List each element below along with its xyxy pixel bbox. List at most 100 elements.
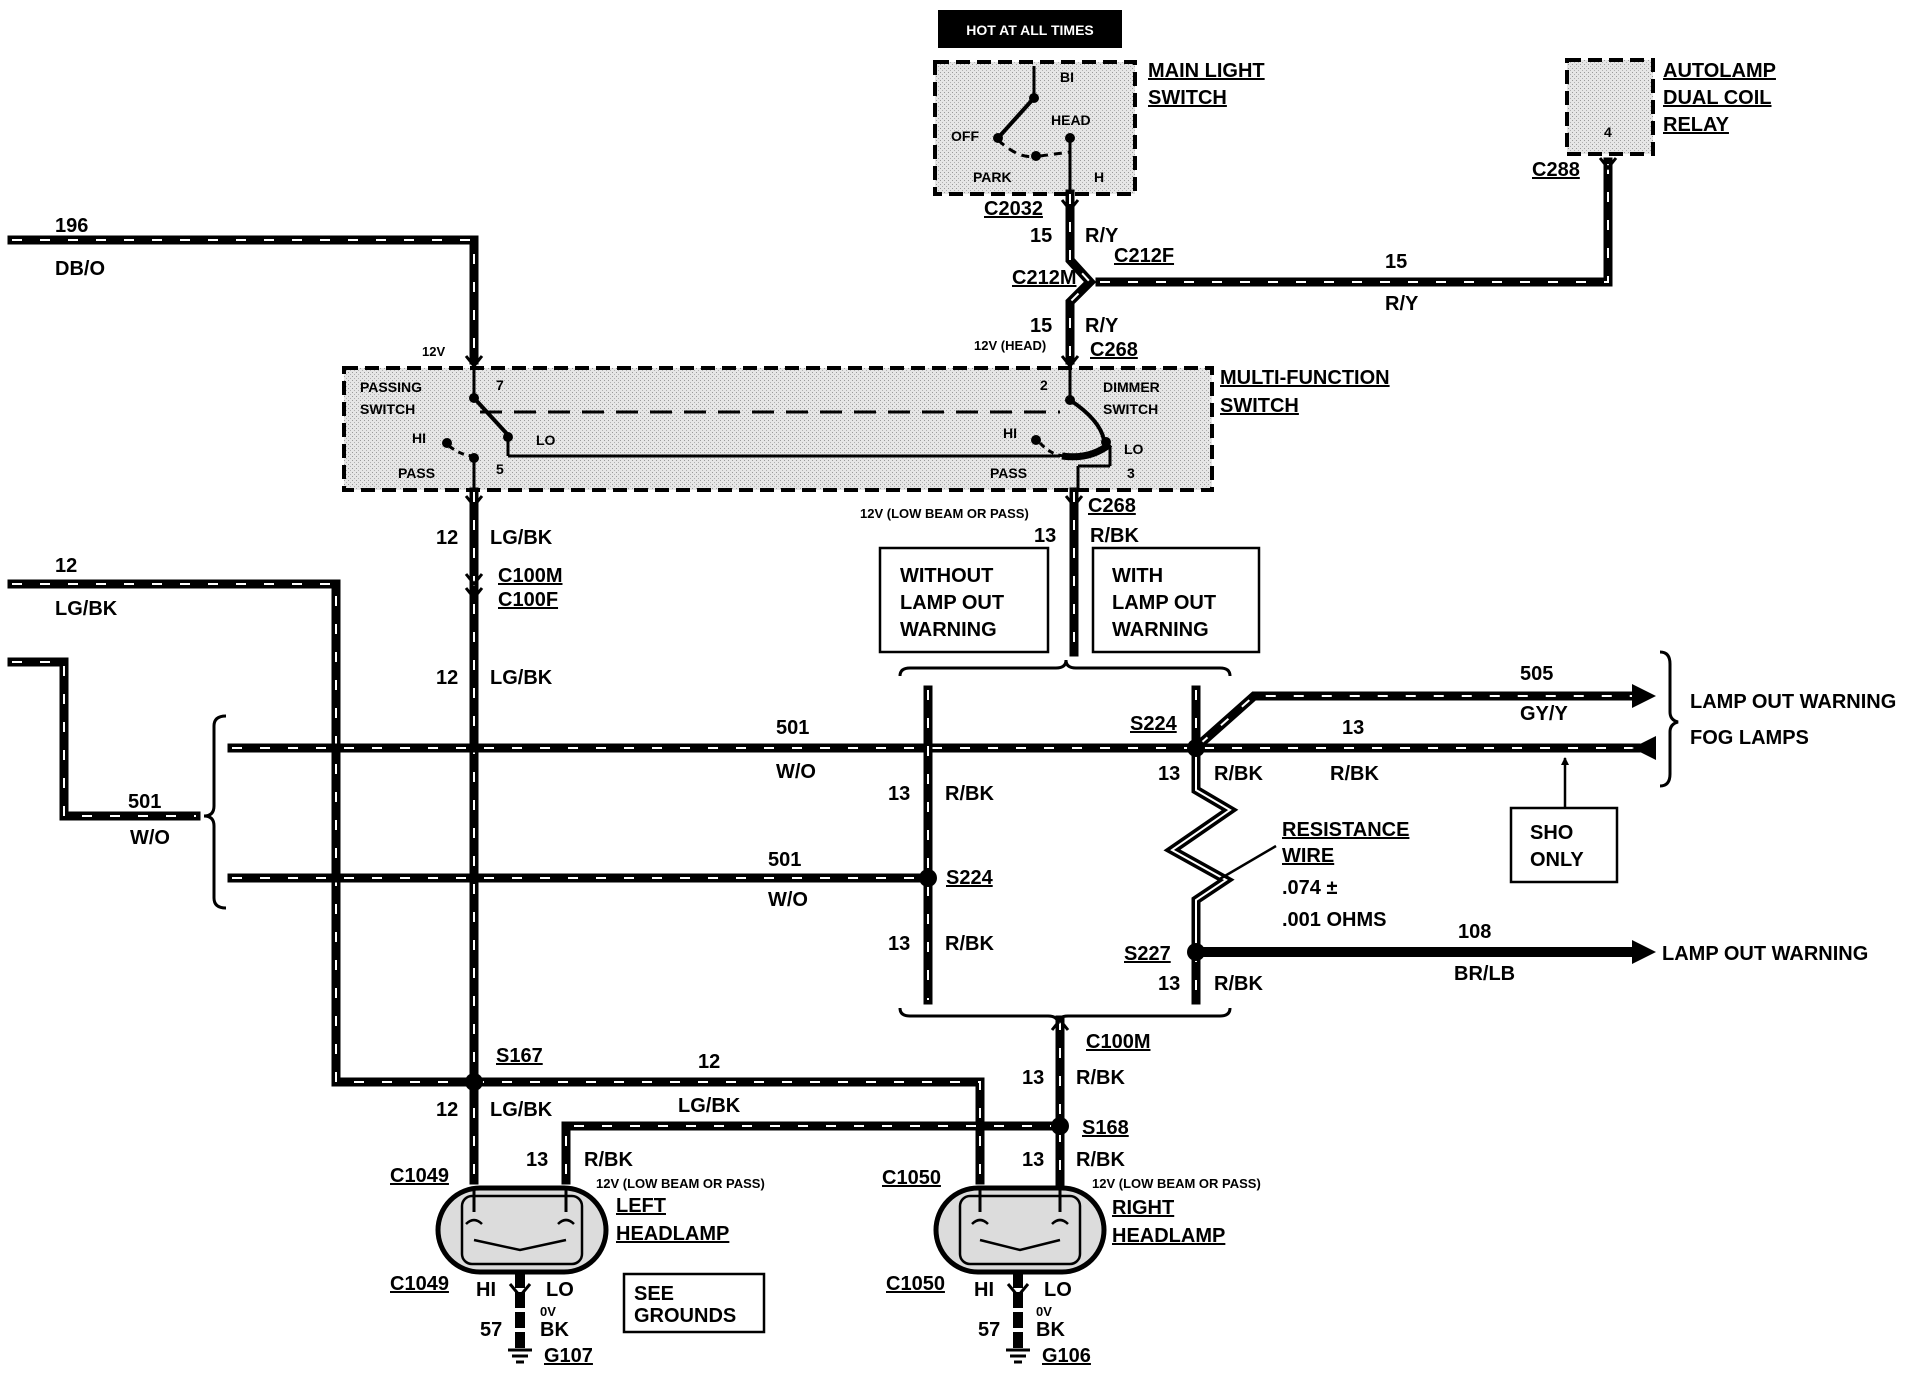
svg-text:DB/O: DB/O bbox=[55, 258, 105, 280]
svg-text:LG/BK: LG/BK bbox=[678, 1095, 741, 1117]
svg-text:LG/BK: LG/BK bbox=[490, 1099, 553, 1121]
svg-text:R/BK: R/BK bbox=[1076, 1149, 1125, 1171]
svg-text:ONLY: ONLY bbox=[1530, 849, 1584, 871]
connector-c1050-top: C1050 bbox=[882, 1167, 941, 1189]
wire-13-fog: 13 R/BK bbox=[1199, 717, 1656, 785]
svg-text:57: 57 bbox=[480, 1319, 502, 1341]
svg-text:BK: BK bbox=[1036, 1319, 1065, 1341]
splice-s224-left: S224 bbox=[946, 867, 994, 889]
destination-lamp-out-warning-1: LAMP OUT WARNING bbox=[1690, 691, 1896, 713]
svg-text:SWITCH: SWITCH bbox=[1148, 87, 1227, 109]
svg-text:505: 505 bbox=[1520, 663, 1553, 685]
svg-text:13: 13 bbox=[526, 1149, 548, 1171]
wire-501-left-stub: 501 W/O bbox=[7, 657, 201, 849]
svg-text:13: 13 bbox=[888, 933, 910, 955]
wire-501-lower: 501 W/O bbox=[227, 849, 933, 911]
svg-text:PASS: PASS bbox=[990, 465, 1027, 481]
svg-text:WARNING: WARNING bbox=[900, 619, 997, 641]
connector-c288: C288 bbox=[1532, 159, 1580, 181]
wire-12-left-feed: 12 LG/BK bbox=[7, 555, 479, 1087]
svg-text:LG/BK: LG/BK bbox=[490, 667, 553, 689]
svg-text:R/BK: R/BK bbox=[1090, 525, 1139, 547]
svg-text:HEADLAMP: HEADLAMP bbox=[1112, 1225, 1225, 1247]
svg-text:BK: BK bbox=[540, 1319, 569, 1341]
svg-text:R/BK: R/BK bbox=[945, 933, 994, 955]
connector-c212f: C212F bbox=[1114, 245, 1174, 267]
svg-text:R/BK: R/BK bbox=[1214, 973, 1263, 995]
svg-text:501: 501 bbox=[768, 849, 801, 871]
svg-text:13: 13 bbox=[1022, 1067, 1044, 1089]
svg-text:12: 12 bbox=[55, 555, 77, 577]
connector-c1049-bottom: C1049 bbox=[390, 1273, 449, 1295]
svg-text:13: 13 bbox=[1342, 717, 1364, 739]
svg-text:HEADLAMP: HEADLAMP bbox=[616, 1223, 729, 1245]
voltage-12v-low-beam-left: 12V (LOW BEAM OR PASS) bbox=[596, 1176, 765, 1191]
svg-text:LO: LO bbox=[1124, 441, 1144, 457]
svg-text:13: 13 bbox=[1022, 1149, 1044, 1171]
svg-text:BI: BI bbox=[1060, 69, 1074, 85]
svg-text:.001 OHMS: .001 OHMS bbox=[1282, 909, 1386, 931]
svg-text:RELAY: RELAY bbox=[1663, 114, 1730, 136]
svg-text:7: 7 bbox=[496, 377, 504, 393]
svg-text:GROUNDS: GROUNDS bbox=[634, 1305, 736, 1327]
svg-text:RIGHT: RIGHT bbox=[1112, 1197, 1174, 1219]
svg-text:LO: LO bbox=[536, 432, 556, 448]
svg-text:HI: HI bbox=[974, 1279, 994, 1301]
connector-marks bbox=[464, 157, 1618, 1031]
svg-text:R/Y: R/Y bbox=[1385, 293, 1419, 315]
wire-13-s168-to-left: 13 R/BK bbox=[526, 1121, 1065, 1185]
left-headlamp: LEFT HEADLAMP HI LO 0V 57 BK G107 bbox=[435, 1185, 729, 1367]
svg-text:13: 13 bbox=[1158, 763, 1180, 785]
svg-text:R/Y: R/Y bbox=[1085, 315, 1119, 337]
splices bbox=[465, 739, 1205, 1135]
voltage-12v-low-beam-mf: 12V (LOW BEAM OR PASS) bbox=[860, 506, 1029, 521]
svg-text:13: 13 bbox=[1034, 525, 1056, 547]
svg-text:SWITCH: SWITCH bbox=[1220, 395, 1299, 417]
wire-13-c100m: 13 R/BK 13 R/BK bbox=[1022, 1015, 1125, 1189]
right-headlamp: RIGHT HEADLAMP HI LO 0V 57 BK G106 bbox=[933, 1185, 1225, 1367]
wire-12-lg-bk-main: 12 LG/BK 12 LG/BK 12 LG/BK bbox=[436, 487, 553, 1185]
svg-text:12: 12 bbox=[436, 1099, 458, 1121]
svg-text:.074 ±: .074 ± bbox=[1282, 877, 1337, 899]
connector-c100f: C100F bbox=[498, 589, 558, 611]
splice-s224-right: S224 bbox=[1130, 713, 1178, 735]
svg-text:AUTOLAMP: AUTOLAMP bbox=[1663, 60, 1776, 82]
wire-13-without-warning: 13 R/BK 13 R/BK bbox=[888, 685, 994, 1005]
connector-c1049-top: C1049 bbox=[390, 1165, 449, 1187]
svg-text:R/Y: R/Y bbox=[1085, 225, 1119, 247]
voltage-12v-head: 12V (HEAD) bbox=[974, 338, 1046, 353]
see-grounds-note: SEE GROUNDS bbox=[622, 1272, 766, 1334]
svg-text:2: 2 bbox=[1040, 377, 1048, 393]
svg-text:SEE: SEE bbox=[634, 1283, 674, 1305]
sho-only-note: SHO ONLY bbox=[1509, 757, 1619, 884]
svg-text:15: 15 bbox=[1385, 251, 1407, 273]
svg-text:3: 3 bbox=[1127, 465, 1135, 481]
connector-c268-bottom: C268 bbox=[1088, 495, 1136, 517]
voltage-12v-passing: 12V bbox=[422, 344, 445, 359]
svg-text:4: 4 bbox=[1604, 124, 1612, 140]
svg-text:RESISTANCE: RESISTANCE bbox=[1282, 819, 1409, 841]
svg-text:WITH: WITH bbox=[1112, 565, 1163, 587]
voltage-12v-low-beam-right: 12V (LOW BEAM OR PASS) bbox=[1092, 1176, 1261, 1191]
svg-text:12: 12 bbox=[436, 527, 458, 549]
svg-text:501: 501 bbox=[776, 717, 809, 739]
svg-text:PARK: PARK bbox=[973, 169, 1012, 185]
svg-text:HI: HI bbox=[412, 430, 426, 446]
svg-text:196: 196 bbox=[55, 215, 88, 237]
wire-505: 505 GY/Y bbox=[1193, 663, 1656, 751]
svg-text:MAIN LIGHT: MAIN LIGHT bbox=[1148, 60, 1265, 82]
svg-text:HI: HI bbox=[476, 1279, 496, 1301]
svg-text:LAMP OUT: LAMP OUT bbox=[1112, 592, 1216, 614]
svg-text:H: H bbox=[1094, 169, 1104, 185]
svg-text:LO: LO bbox=[546, 1279, 574, 1301]
svg-text:12: 12 bbox=[698, 1051, 720, 1073]
autolamp-dual-coil-relay: AUTOLAMP DUAL COIL RELAY 4 bbox=[1565, 58, 1776, 156]
main-switch-contacts bbox=[993, 66, 1075, 190]
wire-501-top: 501 W/O bbox=[227, 717, 1201, 783]
svg-text:BR/LB: BR/LB bbox=[1454, 963, 1515, 985]
svg-text:57: 57 bbox=[978, 1319, 1000, 1341]
wire-15-main-switch: 15 R/Y 15 R/Y bbox=[1030, 189, 1119, 365]
svg-text:13: 13 bbox=[888, 783, 910, 805]
svg-text:R/BK: R/BK bbox=[945, 783, 994, 805]
